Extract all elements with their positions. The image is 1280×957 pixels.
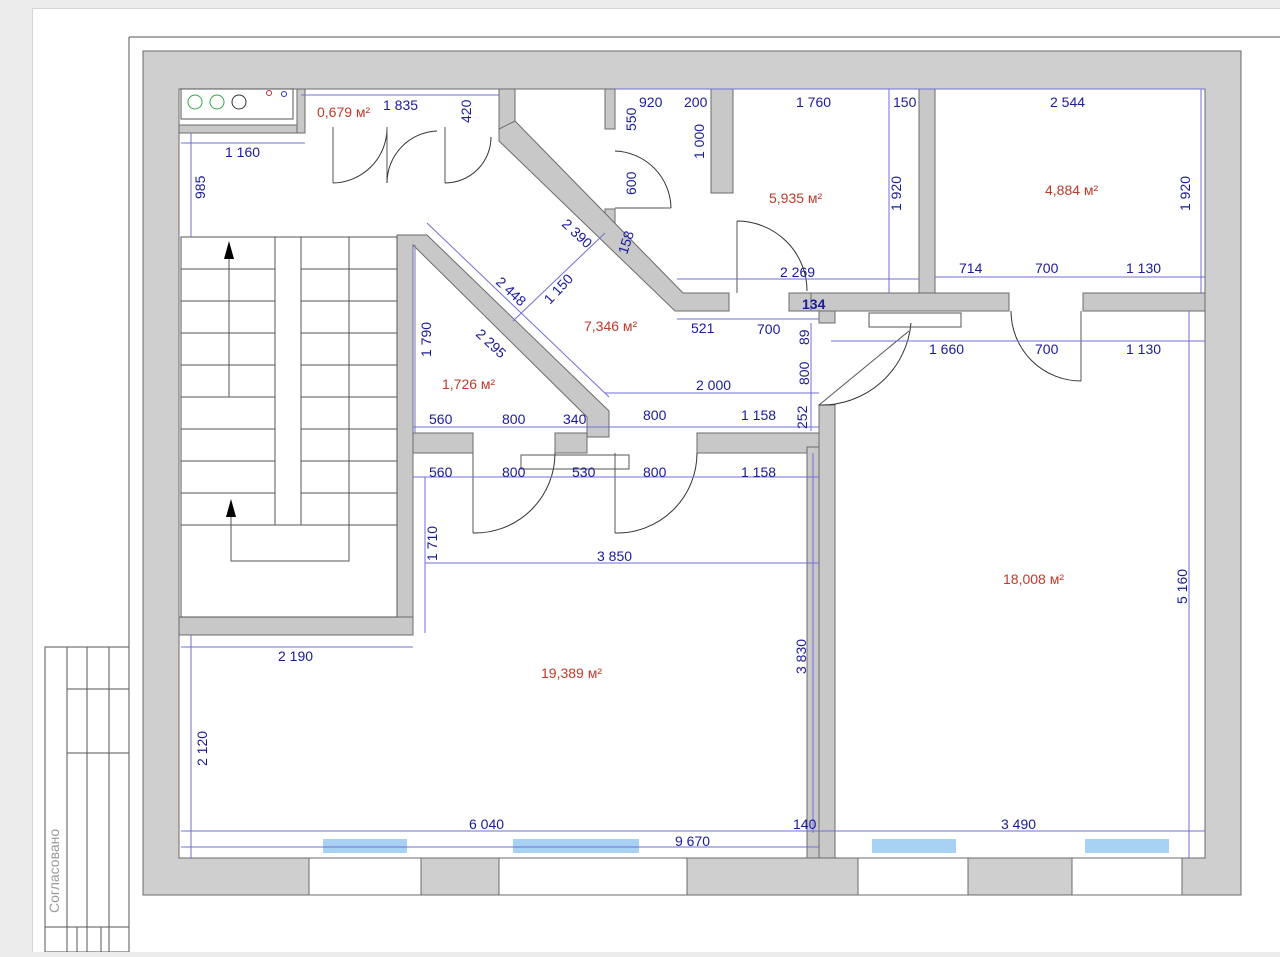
svg-text:3 830: 3 830 — [793, 639, 809, 674]
svg-text:150: 150 — [893, 94, 917, 110]
interior-walls — [178, 88, 1206, 859]
svg-text:5 160: 5 160 — [1174, 569, 1190, 604]
svg-text:2 120: 2 120 — [194, 731, 210, 766]
area-storage: 1,726 м² — [442, 376, 496, 392]
svg-text:800: 800 — [643, 464, 667, 480]
svg-text:2 269: 2 269 — [780, 264, 815, 280]
svg-text:200: 200 — [684, 94, 708, 110]
svg-text:1 835: 1 835 — [383, 97, 418, 113]
area-right-room: 18,008 м² — [1003, 571, 1064, 587]
svg-text:1 920: 1 920 — [888, 176, 904, 211]
svg-text:700: 700 — [757, 321, 781, 337]
svg-text:2 190: 2 190 — [278, 648, 313, 664]
svg-text:1 790: 1 790 — [418, 322, 434, 357]
svg-text:1 158: 1 158 — [741, 464, 776, 480]
drawing-sheet: 0,679 м² 5,935 м² 4,884 м² 7,346 м² 1,72… — [32, 8, 1280, 953]
svg-text:600: 600 — [623, 171, 639, 195]
svg-text:530: 530 — [572, 464, 596, 480]
room-areas: 0,679 м² 5,935 м² 4,884 м² 7,346 м² 1,72… — [317, 104, 1099, 681]
svg-text:2 544: 2 544 — [1050, 94, 1085, 110]
svg-text:920: 920 — [639, 94, 663, 110]
svg-text:521: 521 — [691, 320, 715, 336]
area-office-b: 4,884 м² — [1045, 182, 1099, 198]
staircase — [180, 236, 398, 618]
svg-text:1 000: 1 000 — [691, 124, 707, 159]
svg-text:1 920: 1 920 — [1177, 176, 1193, 211]
svg-text:1 710: 1 710 — [424, 526, 440, 561]
svg-text:340: 340 — [563, 411, 587, 427]
approval-stamp — [44, 646, 130, 953]
svg-text:560: 560 — [429, 411, 453, 427]
svg-text:252: 252 — [794, 405, 810, 429]
facade-openings — [308, 857, 1183, 896]
area-wc: 0,679 м² — [317, 104, 371, 120]
svg-text:6 040: 6 040 — [469, 816, 504, 832]
svg-text:158: 158 — [615, 229, 638, 256]
windows — [323, 839, 1169, 853]
sanitary-fixtures — [180, 88, 294, 120]
svg-text:1 160: 1 160 — [225, 144, 260, 160]
stair-up-arrow-icon — [224, 241, 234, 259]
svg-text:700: 700 — [1035, 260, 1059, 276]
svg-text:1 130: 1 130 — [1126, 260, 1161, 276]
svg-text:800: 800 — [796, 361, 812, 385]
svg-text:985: 985 — [192, 175, 208, 199]
stamp-label: Согласовано — [46, 829, 62, 913]
svg-text:1 760: 1 760 — [796, 94, 831, 110]
svg-text:1 150: 1 150 — [540, 270, 576, 307]
svg-text:800: 800 — [502, 464, 526, 480]
svg-text:800: 800 — [502, 411, 526, 427]
area-main-room: 19,389 м² — [541, 665, 602, 681]
stair-arrow-icon — [226, 499, 236, 517]
area-office-a: 5,935 м² — [769, 190, 823, 206]
svg-text:140: 140 — [793, 816, 817, 832]
svg-text:800: 800 — [643, 407, 667, 423]
svg-text:714: 714 — [959, 260, 983, 276]
svg-text:3 850: 3 850 — [597, 548, 632, 564]
svg-text:420: 420 — [458, 99, 474, 123]
svg-text:1 660: 1 660 — [929, 341, 964, 357]
svg-text:9 670: 9 670 — [675, 833, 710, 849]
svg-text:134: 134 — [802, 296, 826, 312]
door-swings — [332, 127, 1082, 534]
svg-text:560: 560 — [429, 464, 453, 480]
area-hall: 7,346 м² — [584, 318, 638, 334]
svg-text:550: 550 — [623, 107, 639, 131]
floor-plan: 0,679 м² 5,935 м² 4,884 м² 7,346 м² 1,72… — [44, 36, 1280, 953]
svg-text:89: 89 — [796, 329, 812, 345]
svg-text:1 130: 1 130 — [1126, 341, 1161, 357]
dimension-lines — [181, 88, 1205, 858]
svg-text:2 000: 2 000 — [696, 377, 731, 393]
svg-text:3 490: 3 490 — [1001, 816, 1036, 832]
svg-text:1 158: 1 158 — [741, 407, 776, 423]
svg-text:700: 700 — [1035, 341, 1059, 357]
